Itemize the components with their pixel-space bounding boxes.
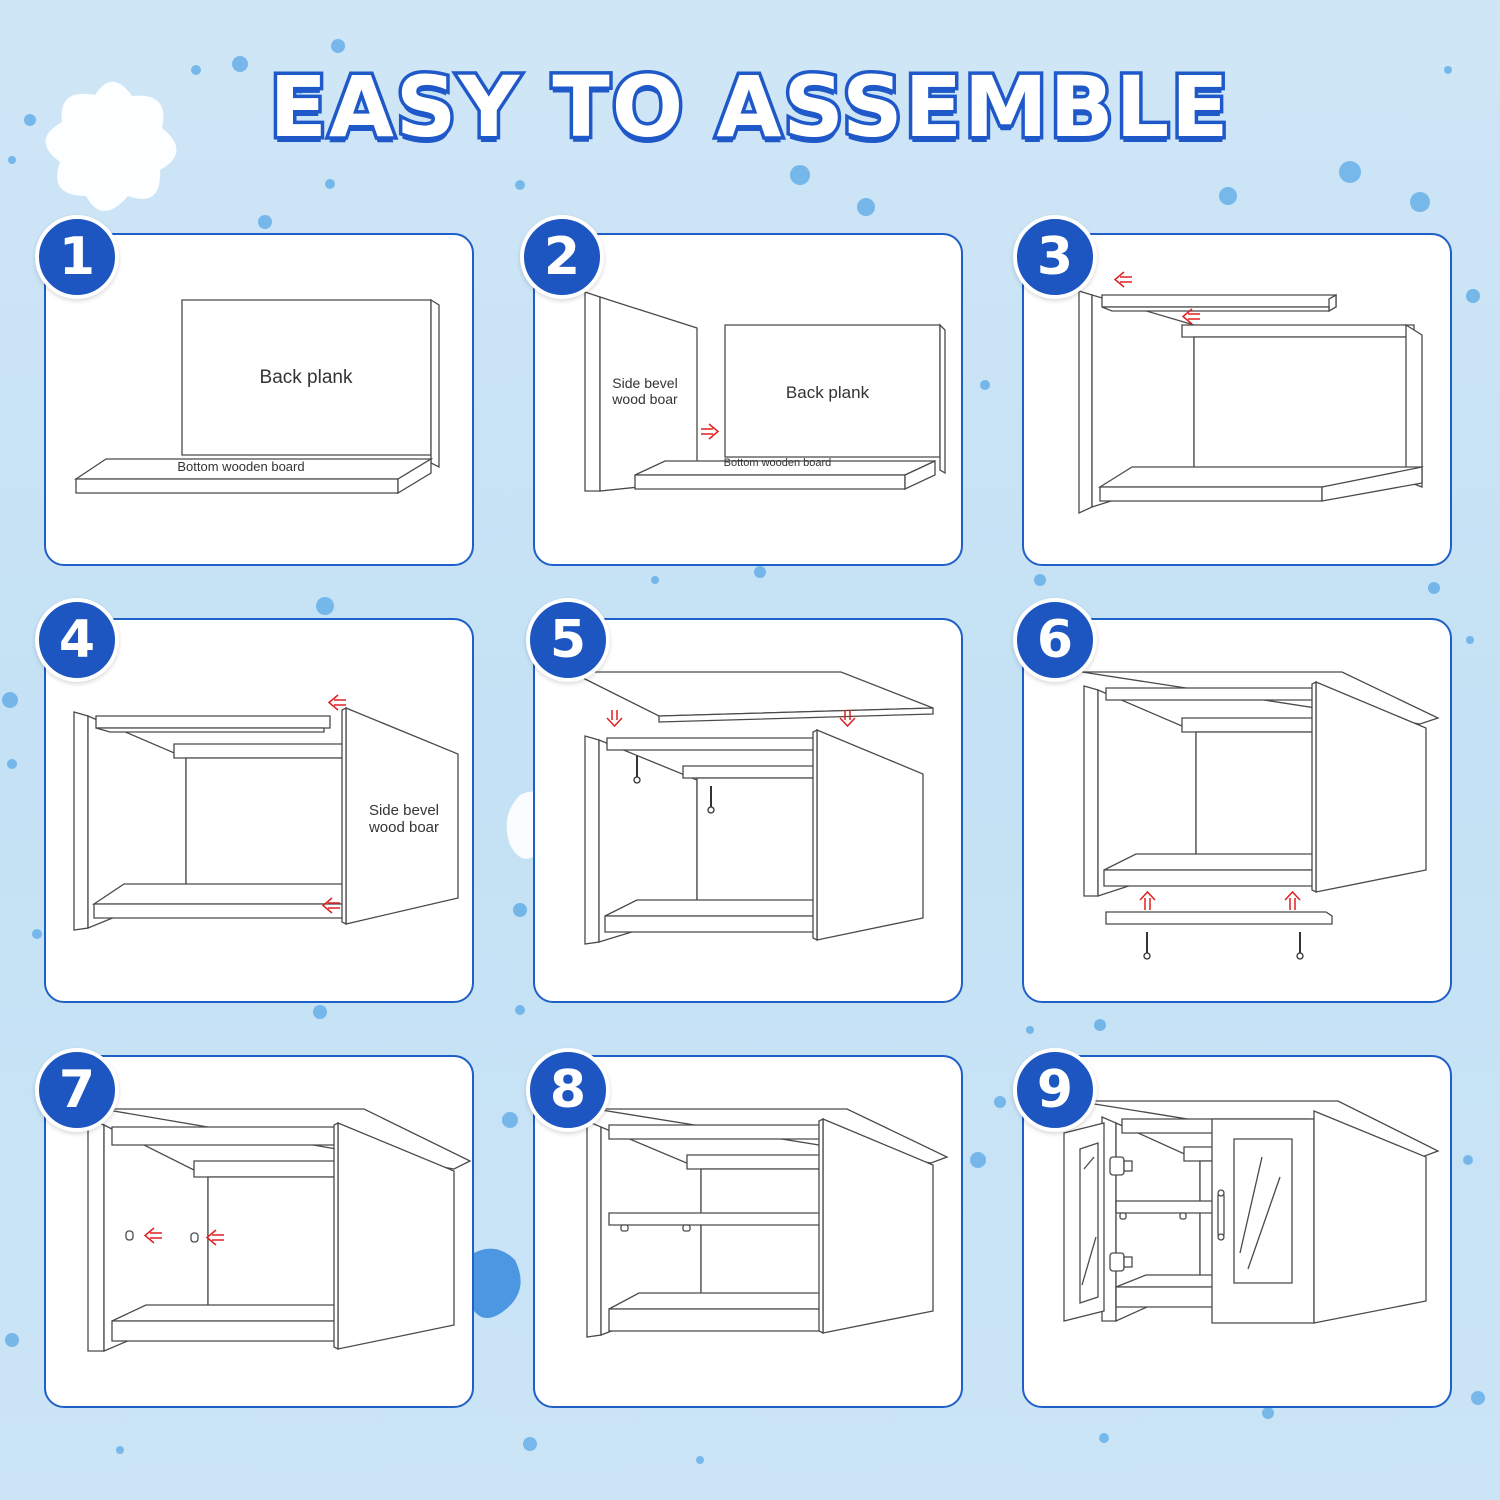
side-board-label: Side bevel wood boar: [368, 802, 440, 837]
step-4-illustration: [73, 694, 459, 931]
step-7-badge: 7: [35, 1048, 119, 1132]
pin-icon: [1119, 1212, 1187, 1220]
step-6-badge: 6: [1013, 598, 1097, 682]
handle-icon: [1217, 1189, 1225, 1241]
pin-icon: [125, 1230, 199, 1243]
screw-icon: [633, 756, 715, 814]
step-5-badge: 5: [526, 598, 610, 682]
step-2-badge: 2: [520, 215, 604, 299]
step-9-illustration: [1063, 1100, 1440, 1324]
step-2-illustration: [584, 291, 946, 492]
step-3-illustration: [1078, 271, 1424, 515]
side-board-label: Side bevel wood boar: [612, 375, 678, 408]
step-3-panel: [1022, 233, 1452, 566]
step-6-illustration: [1081, 671, 1440, 960]
step-7-panel: [44, 1055, 474, 1408]
step-8-panel: [533, 1055, 963, 1408]
back-plank-label: Back plank: [259, 367, 353, 388]
screw-icon: [1143, 932, 1304, 960]
step-3-badge: 3: [1013, 215, 1097, 299]
step-1-illustration: [73, 298, 440, 495]
step-7-illustration: [87, 1108, 472, 1352]
step-4-panel: Side bevel wood boar: [44, 618, 474, 1003]
step-1-badge: 1: [35, 215, 119, 299]
step-9-panel: [1022, 1055, 1452, 1408]
arrow-icon: [1113, 271, 1200, 325]
step-5-illustration: [570, 671, 934, 945]
pin-icon: [620, 1224, 691, 1232]
step-5-panel: [533, 618, 963, 1003]
arrow-icon: [143, 1227, 224, 1246]
step-4-badge: 4: [35, 598, 119, 682]
step-8-badge: 8: [526, 1048, 610, 1132]
step-1-panel: Back plank Bottom wooden board: [44, 233, 474, 566]
back-plank-label: Back plank: [785, 383, 870, 402]
hinge-icon: [1109, 1156, 1133, 1272]
step-2-panel: Side bevel wood boar Back plank Bottom w…: [533, 233, 963, 566]
arrow-icon: [321, 694, 346, 914]
arrow-icon: [606, 710, 856, 728]
page-title: EASY TO ASSEMBLE: [266, 55, 1232, 160]
arrow-icon: [1139, 890, 1301, 910]
step-8-illustration: [586, 1108, 949, 1338]
step-9-badge: 9: [1013, 1048, 1097, 1132]
arrow-icon: [701, 423, 720, 440]
bottom-board-label: Bottom wooden board: [723, 457, 832, 469]
bottom-board-label: Bottom wooden board: [177, 459, 305, 474]
step-6-panel: [1022, 618, 1452, 1003]
